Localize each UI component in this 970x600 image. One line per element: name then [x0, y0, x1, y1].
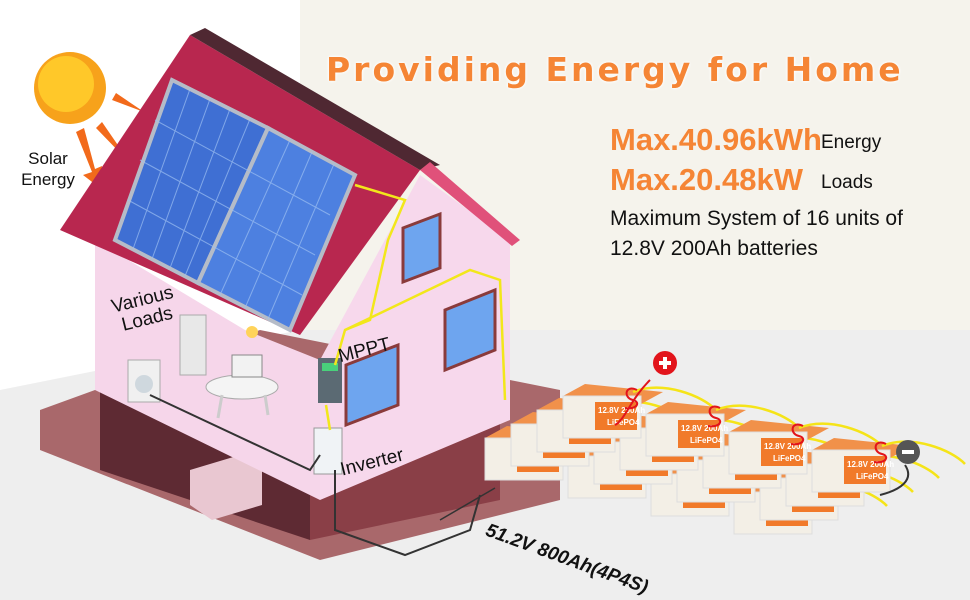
series-cable	[881, 440, 966, 465]
inverter-unit	[313, 427, 343, 475]
dc-wiring	[324, 183, 507, 431]
sun-icon	[34, 52, 106, 124]
ac-wiring	[149, 394, 321, 472]
solar-panels	[112, 77, 358, 333]
negative-terminal-icon	[896, 440, 920, 464]
battery-chemistry: LiFePO4	[607, 418, 640, 427]
series-cable	[798, 422, 883, 447]
window	[344, 211, 497, 428]
series-cable	[715, 404, 800, 429]
battery-rating: 12.8V 200Ah	[847, 460, 894, 469]
page-title: Providing Energy for Home	[326, 50, 904, 89]
step	[190, 455, 262, 520]
parallel-cable	[873, 441, 888, 464]
left-wall	[95, 240, 320, 500]
solar-energy-label: Solar Energy	[21, 149, 75, 189]
parallel-cable	[707, 405, 722, 428]
description-line-2: 12.8V 200Ah batteries	[610, 237, 818, 260]
max-loads-label: Loads	[821, 172, 873, 193]
max-energy-label: Energy	[821, 132, 882, 153]
battery-chemistry: LiFePO4	[773, 454, 806, 463]
battery-chemistry: LiFePO4	[690, 436, 723, 445]
battery-rating: 12.8V 200Ah	[681, 424, 728, 433]
right-wall	[320, 175, 510, 500]
positive-terminal-icon	[653, 351, 677, 375]
parallel-cable	[790, 423, 805, 446]
battery-wiring	[334, 470, 481, 557]
max-energy-value: Max.40.96kWh	[610, 122, 822, 157]
battery-rating: 12.8V 200Ah	[598, 406, 645, 415]
battery-rating: 12.8V 200Ah	[764, 442, 811, 451]
battery-chemistry: LiFePO4	[856, 472, 889, 481]
appliances	[127, 314, 279, 419]
max-loads-value: Max.20.48kW	[610, 162, 803, 197]
description-line-1: Maximum System of 16 units of	[610, 207, 903, 230]
